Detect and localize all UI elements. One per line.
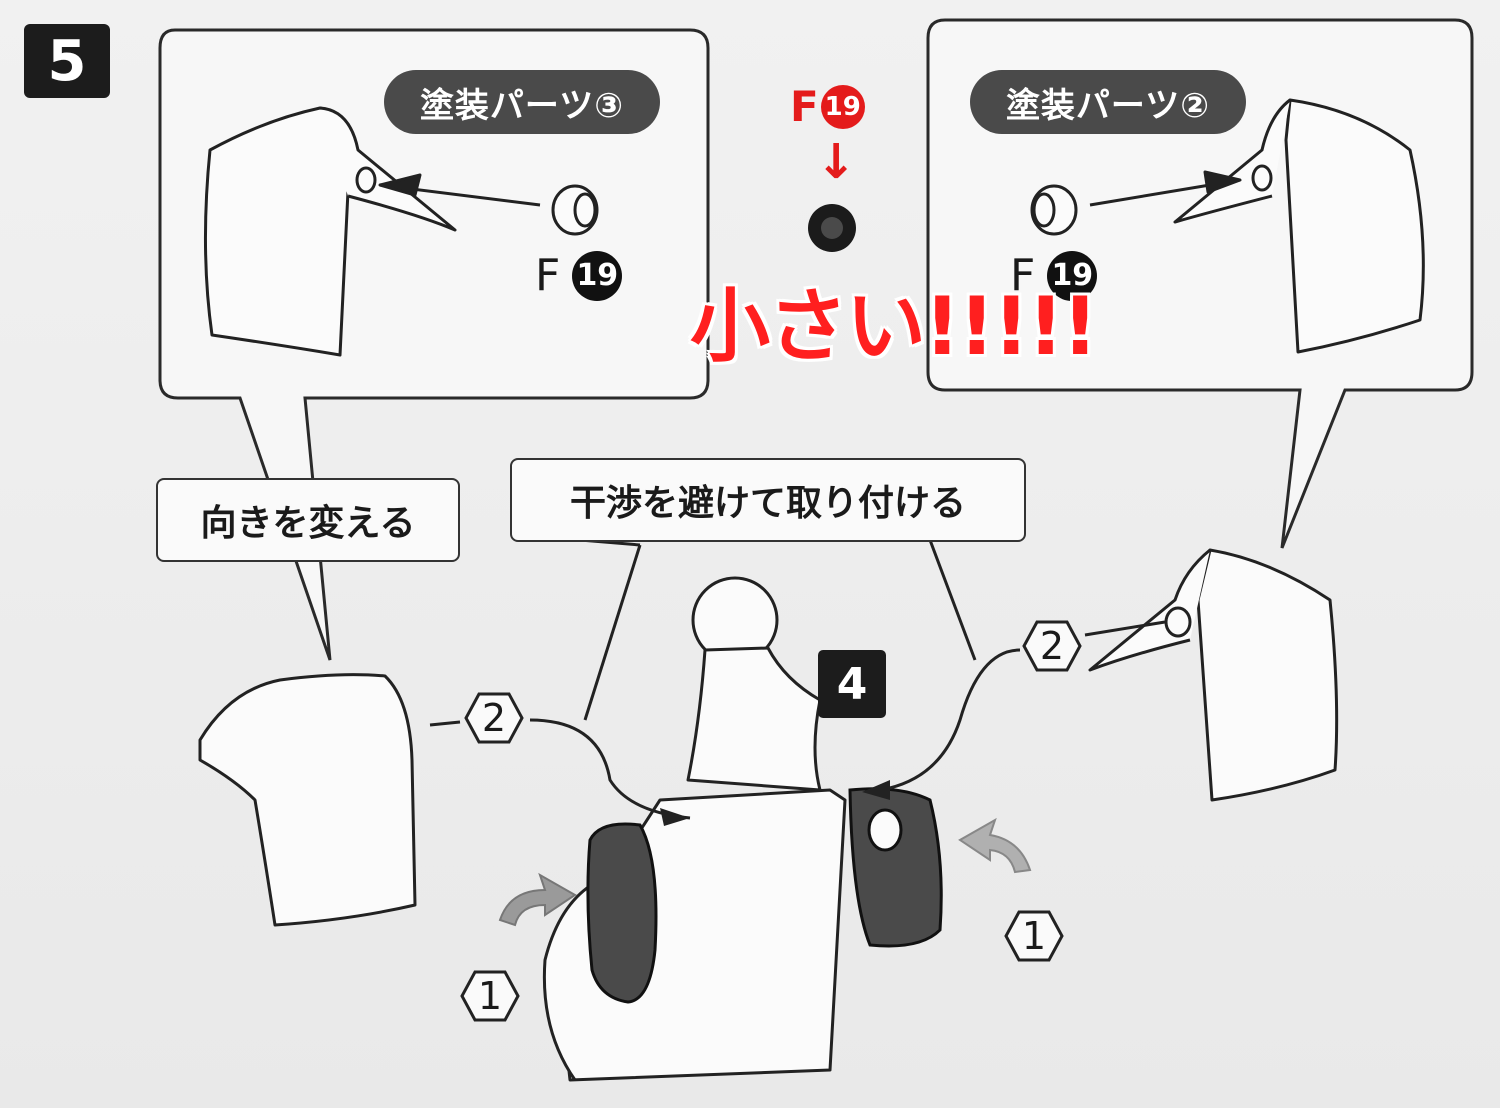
left-callout-armor [203, 106, 599, 357]
right-callout-armor [1030, 98, 1425, 354]
step-1-marker-left: 1 [460, 970, 520, 1022]
left-shoulder-joint [586, 822, 658, 1004]
step-1-label-left: 1 [477, 974, 503, 1018]
robot-body [542, 576, 847, 1082]
step-2-marker-left: 2 [464, 692, 524, 744]
center-down-arrow: ↓ [816, 134, 857, 190]
right-paint-part-label: 塗装パーツ② [970, 70, 1246, 134]
rotate-arrow-left [498, 872, 577, 927]
step-1-marker-right: 1 [1004, 910, 1064, 962]
right-shoulder-joint [848, 787, 943, 948]
step-number-badge: 5 [24, 24, 110, 98]
f19-real-part [808, 204, 856, 252]
small-annotation: 小さい!!!!! [690, 280, 1098, 373]
avoid-interference-note: 干渉を避けて取り付ける [510, 458, 1026, 542]
center-part-code: F 19 [790, 82, 865, 131]
right-part-letter: F [1010, 250, 1036, 301]
left-part-number: 19 [572, 250, 623, 301]
center-part-letter: F [790, 82, 819, 131]
right-part-code: F 19 [1010, 250, 1098, 301]
left-part-letter: F [535, 250, 561, 301]
left-paint-part-label: 塗装パーツ③ [384, 70, 660, 134]
step-2-marker-right: 2 [1022, 620, 1082, 672]
right-part-number: 19 [1047, 250, 1098, 301]
arrow-head-left [660, 808, 690, 826]
center-part-number: 19 [820, 84, 865, 129]
left-armor-lower [198, 673, 417, 927]
step-1-label-right: 1 [1021, 914, 1047, 958]
rotate-arrow-right [958, 817, 1032, 874]
rotate-note: 向きを変える [156, 478, 460, 562]
assembly-arrows [429, 538, 1021, 820]
arrow-head-right [862, 780, 890, 800]
left-part-code: F 19 [535, 250, 623, 301]
right-armor-lower [1084, 548, 1339, 802]
step-2-label-right: 2 [1039, 624, 1065, 668]
step-2-label-left: 2 [481, 696, 507, 740]
sub-step-badge: 4 [818, 650, 886, 718]
